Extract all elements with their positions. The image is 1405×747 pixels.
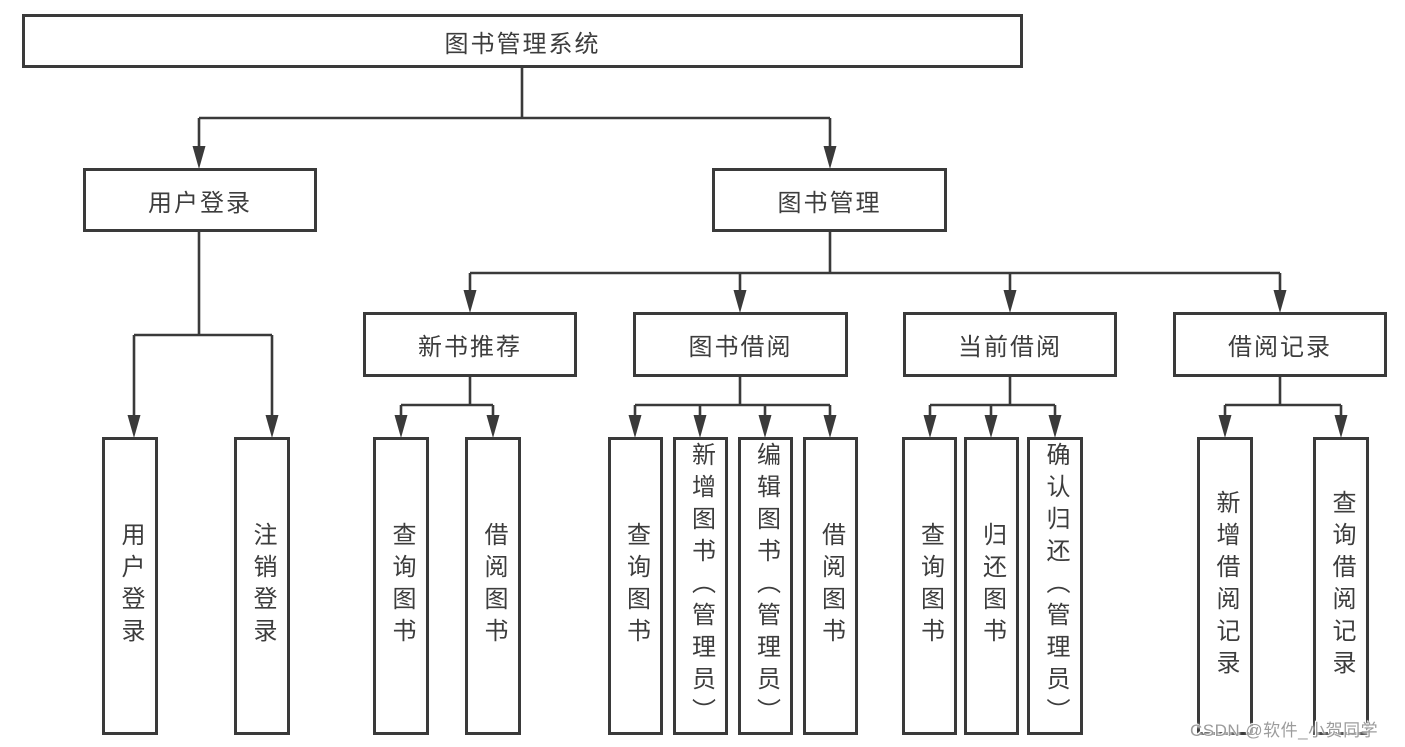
- leaf-query-books-current-label: 查询图书: [916, 522, 944, 650]
- csdn-watermark: CSDN @软件_小贺同学: [1190, 721, 1379, 740]
- leaf-borrow-books-label: 借阅图书: [817, 522, 845, 650]
- leaf-confirm-return-admin: 确认归还（管理员）: [1027, 437, 1083, 735]
- leaf-edit-book-admin: 编辑图书（管理员）: [738, 437, 793, 735]
- leaf-borrow-books-recommend-label: 借阅图书: [480, 522, 507, 650]
- leaf-borrow-books-recommend: 借阅图书: [465, 437, 521, 735]
- leaf-add-book-admin: 新增图书（管理员）: [673, 437, 728, 735]
- leaf-logout: 注销登录: [234, 437, 290, 735]
- node-user-login: 用户登录: [83, 168, 317, 232]
- leaf-query-books-recommend-label: 查询图书: [388, 522, 415, 650]
- node-library-system: 图书管理系统: [22, 14, 1023, 68]
- leaf-query-books-recommend: 查询图书: [373, 437, 429, 735]
- leaf-query-books-borrow-label: 查询图书: [622, 522, 650, 650]
- node-new-book-recommend: 新书推荐: [363, 312, 577, 377]
- leaf-add-borrow-record: 新增借阅记录: [1197, 437, 1253, 735]
- node-book-borrow: 图书借阅: [633, 312, 848, 377]
- leaf-edit-book-admin-label: 编辑图书（管理员）: [752, 442, 780, 730]
- leaf-borrow-books: 借阅图书: [803, 437, 858, 735]
- leaf-return-book-label: 归还图书: [978, 522, 1006, 650]
- leaf-add-book-admin-label: 新增图书（管理员）: [687, 442, 715, 730]
- leaf-query-books-borrow: 查询图书: [608, 437, 663, 735]
- leaf-logout-label: 注销登录: [249, 522, 276, 650]
- node-borrow-records: 借阅记录: [1173, 312, 1387, 377]
- leaf-return-book: 归还图书: [964, 437, 1019, 735]
- node-current-borrow: 当前借阅: [903, 312, 1117, 377]
- leaf-query-books-current: 查询图书: [902, 437, 957, 735]
- leaf-query-borrow-record-label: 查询借阅记录: [1328, 490, 1355, 682]
- leaf-user-login-label: 用户登录: [117, 522, 144, 650]
- node-book-management: 图书管理: [712, 168, 947, 232]
- leaf-add-borrow-record-label: 新增借阅记录: [1212, 490, 1239, 682]
- leaf-user-login: 用户登录: [102, 437, 158, 735]
- leaf-query-borrow-record: 查询借阅记录: [1313, 437, 1369, 735]
- leaf-confirm-return-admin-label: 确认归还（管理员）: [1042, 442, 1069, 730]
